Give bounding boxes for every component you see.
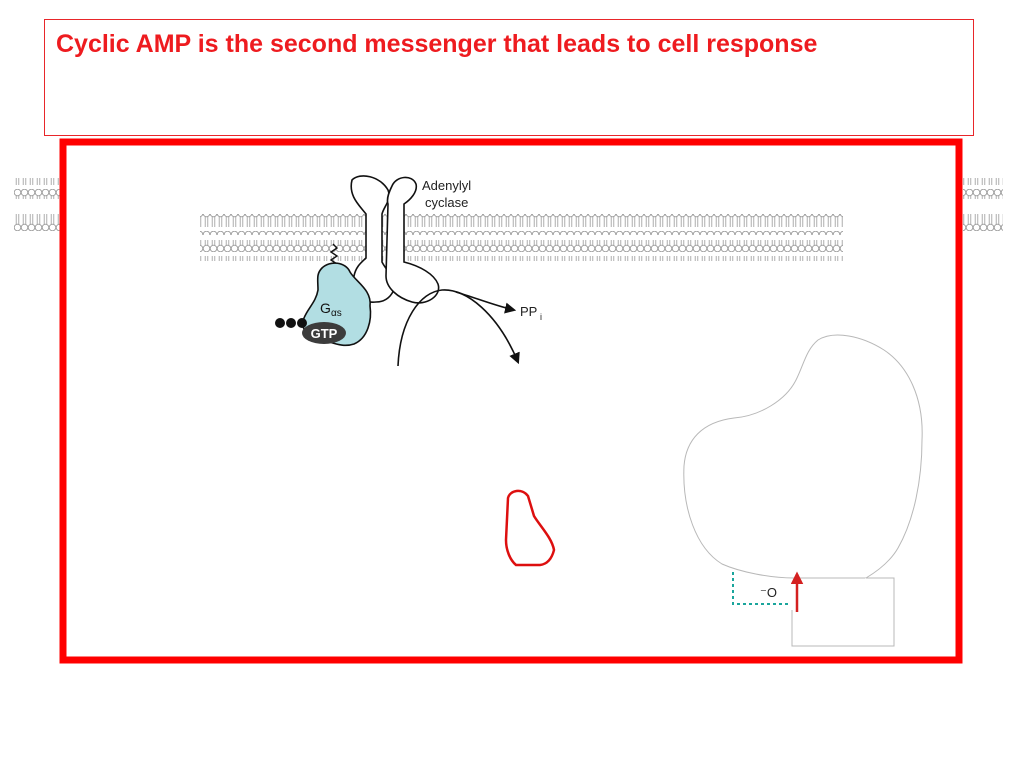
gtp-label: GTP	[311, 326, 338, 341]
adenylyl-cyclase	[350, 175, 440, 304]
enzyme-label-line1: Adenylyl	[422, 178, 471, 193]
ppi-arrow	[455, 291, 517, 314]
oxygen-label: ⁻O	[760, 585, 777, 600]
slide-title: Cyclic AMP is the second messenger that …	[56, 30, 818, 58]
cell-membrane	[200, 214, 843, 261]
lipid-anchor	[329, 243, 339, 265]
gtp-molecule	[275, 318, 346, 344]
outer-membrane-right	[963, 178, 1003, 231]
product-label: PP	[520, 304, 537, 319]
dotted-bond	[732, 572, 790, 605]
outer-membrane-left	[14, 178, 60, 231]
g-protein-label: G	[320, 300, 331, 316]
regulatory-subunit-outline	[791, 577, 895, 647]
reaction-arrow	[397, 289, 520, 367]
enzyme-label-line2: cyclase	[425, 195, 468, 210]
slide-title-box: Cyclic AMP is the second messenger that …	[44, 19, 974, 136]
camp-shape	[504, 489, 556, 567]
product-subscript: i	[540, 312, 542, 322]
g-protein-subscript: αs	[331, 308, 342, 319]
protein-kinase-outline	[683, 334, 923, 579]
